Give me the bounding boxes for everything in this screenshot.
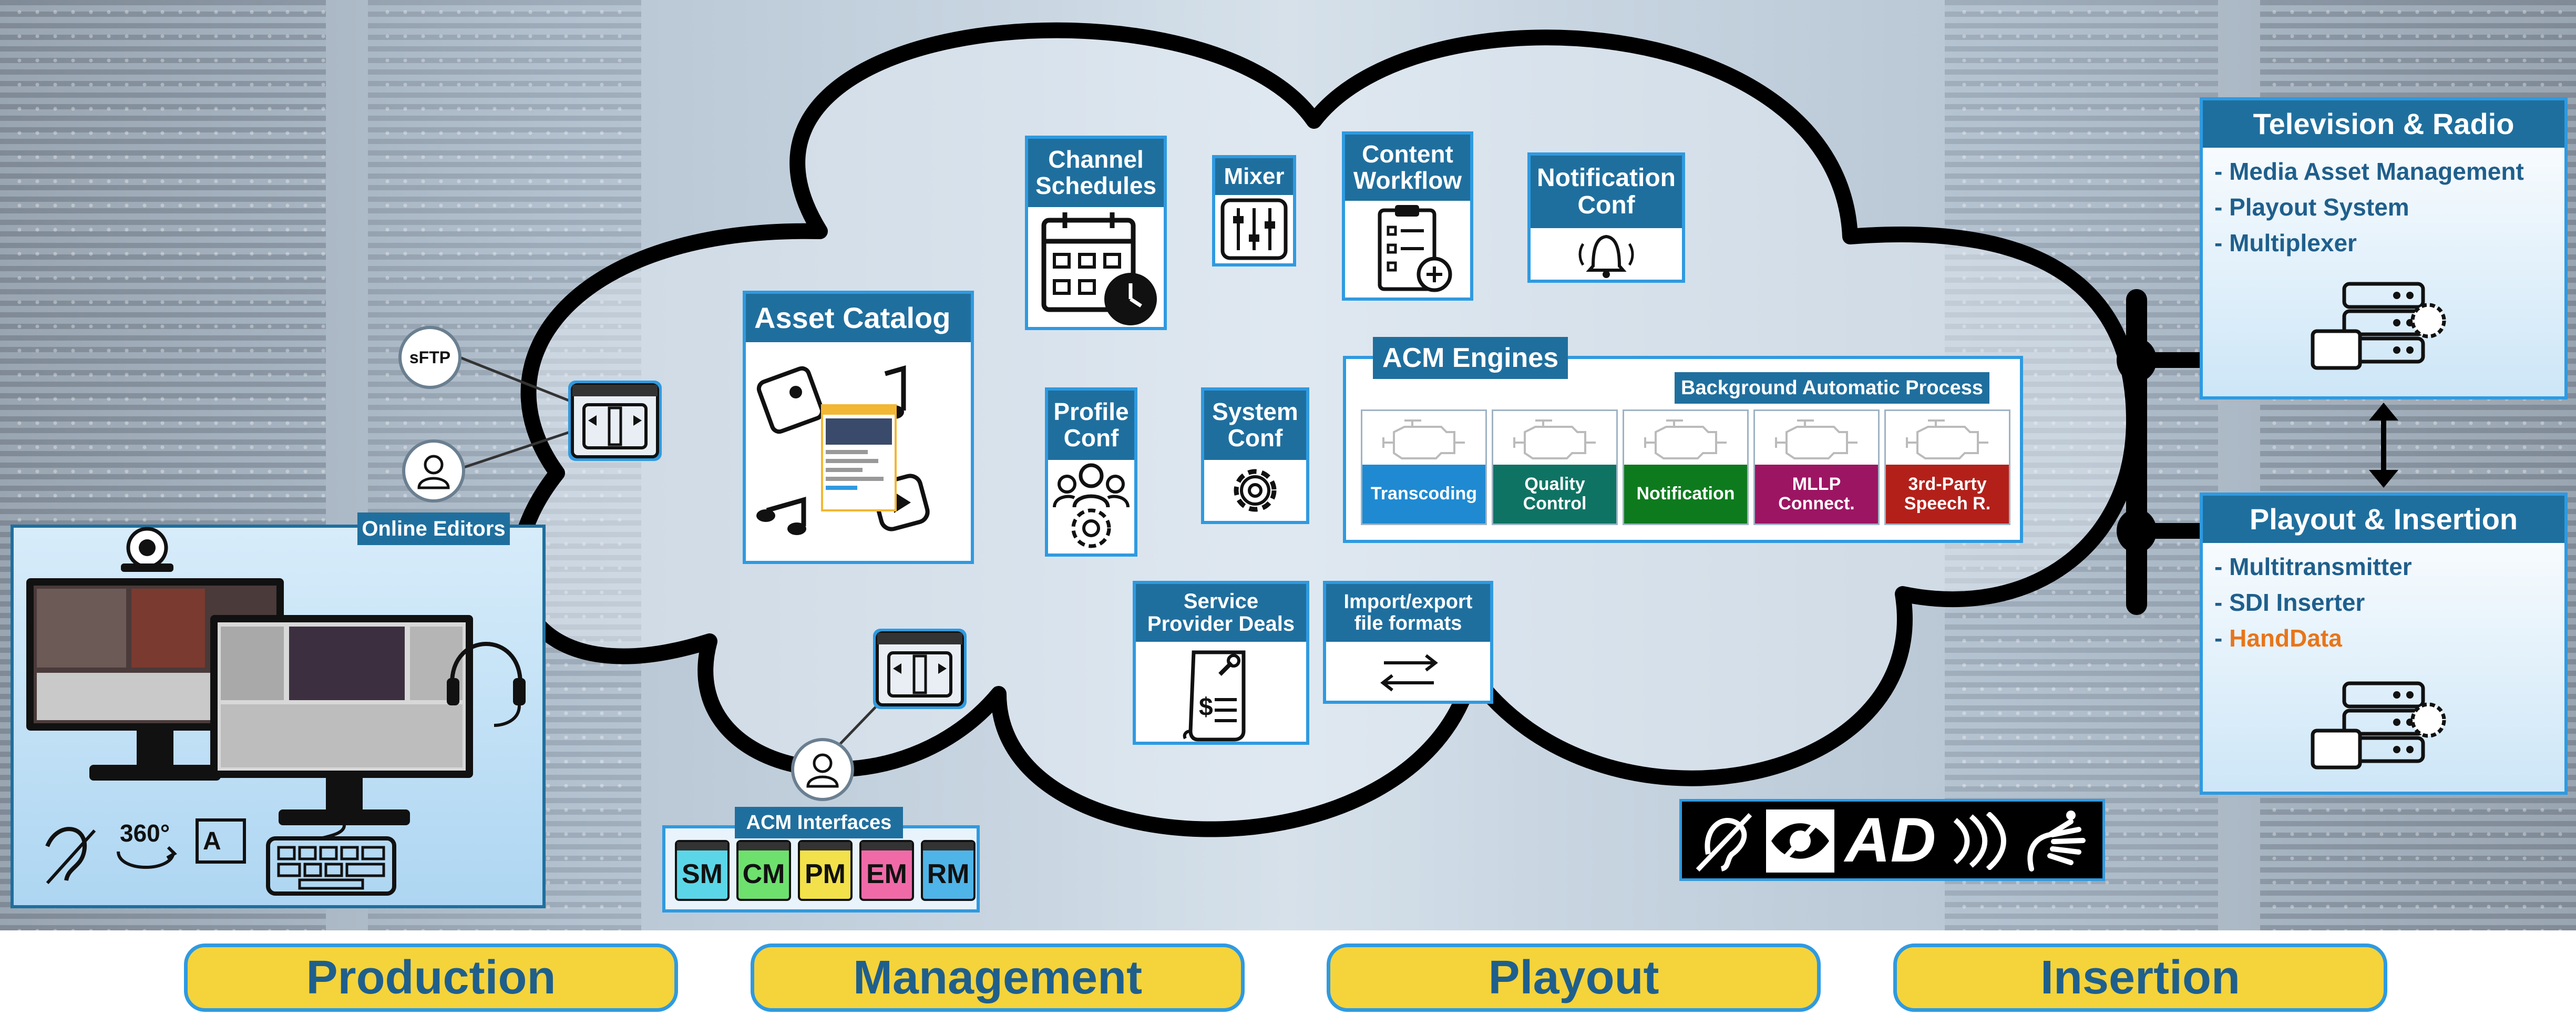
users-gear-icon (1053, 463, 1130, 548)
service-provider-deals-box: Service Provider Deals $ (1133, 581, 1309, 745)
engine-icon (1906, 419, 1988, 459)
accessibility-banner: AD (1679, 799, 2105, 881)
service-provider-deals-title: Service Provider Deals (1136, 584, 1306, 642)
stage-insertion-button[interactable]: Insertion (1893, 944, 2387, 1012)
svg-text:$: $ (1199, 693, 1213, 721)
media-assets-icon (756, 365, 930, 535)
editor-app-icon (568, 381, 662, 461)
playout-insertion-list: - Multitransmitter - SDI Inserter - Hand… (2203, 543, 2564, 652)
user-icon (806, 753, 839, 788)
stage-playout-button[interactable]: Playout (1327, 944, 1821, 1012)
engine-card: 3rd-Party Speech R. (1884, 409, 2010, 525)
engine-card: Notification (1623, 409, 1749, 525)
sliders-icon (1220, 198, 1288, 260)
interface-rm-icon[interactable]: RM (921, 840, 976, 901)
swap-arrows-icon (1380, 654, 1438, 692)
clipboard-add-icon (1378, 205, 1452, 292)
playout-insertion-item: - HandData (2214, 624, 2564, 652)
interface-cm-icon[interactable]: CM (736, 840, 791, 901)
bidirectional-arrow-icon (2369, 403, 2398, 488)
stage-management-button[interactable]: Management (751, 944, 1245, 1012)
online-editors-label: Online Editors (357, 512, 510, 545)
import-export-title: Import/export file formats (1326, 584, 1490, 642)
acm-user-node (791, 738, 854, 801)
hearing-impaired-icon (1696, 813, 1752, 872)
server-stack-icon (2311, 282, 2446, 370)
visual-impaired-icon (1766, 809, 1834, 873)
mixer-title: Mixer (1215, 158, 1293, 195)
acm-engines-subtitle: Background Automatic Process (1675, 372, 1990, 404)
tv-radio-item: - Multiplexer (2214, 229, 2357, 257)
notification-conf-title: Notification Conf (1531, 156, 1682, 228)
calendar-clock-icon (1041, 212, 1157, 325)
content-workflow-box: Content Workflow (1342, 131, 1473, 301)
acm-editor-app-icon (873, 629, 967, 709)
engine-label: Quality Control (1493, 465, 1616, 524)
degrees-label: 360° (120, 819, 170, 847)
interface-sm-icon[interactable]: SM (675, 840, 730, 901)
engine-label: Notification (1624, 465, 1747, 524)
user-icon (417, 455, 450, 489)
asset-catalog-title: Asset Catalog (746, 294, 971, 342)
mixer-box: Mixer (1212, 155, 1296, 266)
svg-text:A: A (203, 827, 221, 855)
tv-radio-item: - Playout System (2214, 193, 2409, 221)
engine-label: Transcoding (1362, 465, 1485, 524)
handdata-label: HandData (2229, 624, 2342, 652)
engine-card: Quality Control (1492, 409, 1618, 525)
tv-radio-item: - Media Asset Management (2214, 158, 2524, 185)
engine-icon (1644, 419, 1727, 459)
tv-radio-title: Television & Radio (2203, 100, 2564, 148)
user-node (402, 439, 465, 503)
import-export-box: Import/export file formats (1323, 581, 1493, 704)
profile-conf-title: Profile Conf (1048, 391, 1134, 460)
tv-radio-list: - Media Asset Management - Playout Syste… (2203, 148, 2564, 257)
asset-catalog-box: Asset Catalog (743, 291, 974, 564)
playout-insertion-box: Playout & Insertion - Multitransmitter -… (2200, 493, 2568, 795)
audio-description-label: AD (1845, 805, 1936, 875)
content-workflow-title: Content Workflow (1345, 135, 1470, 201)
interface-em-icon[interactable]: EM (859, 840, 914, 901)
playout-insertion-prefix: - (2214, 624, 2230, 652)
acm-interfaces-label: ACM Interfaces (735, 807, 903, 838)
profile-conf-box: Profile Conf (1045, 387, 1137, 557)
acm-engines-title: ACM Engines (1373, 337, 1568, 379)
playout-insertion-title: Playout & Insertion (2203, 496, 2564, 543)
server-stack-icon (2311, 681, 2446, 770)
cable-connector-icon (2117, 289, 2200, 615)
playout-insertion-item: - Multitransmitter (2214, 553, 2412, 580)
engine-card: Transcoding (1361, 409, 1487, 525)
notification-conf-box: Notification Conf (1527, 152, 1685, 283)
stage-production-button[interactable]: Production (184, 944, 678, 1012)
audio-description-waves-icon (1953, 812, 2006, 870)
channel-schedules-box: Channel Schedules (1025, 136, 1167, 330)
contract-wrench-icon: $ (1183, 650, 1246, 742)
bell-icon (1578, 234, 1634, 278)
sftp-node: sFTP (398, 326, 461, 389)
engine-icon (1775, 419, 1857, 459)
editing-workstation-illustration: A (26, 527, 526, 896)
sftp-label: sFTP (409, 347, 451, 367)
gear-icon (1234, 469, 1277, 512)
engine-label: MLLP Connect. (1755, 465, 1878, 524)
engine-card: MLLP Connect. (1753, 409, 1880, 525)
channel-schedules-title: Channel Schedules (1028, 139, 1164, 207)
system-conf-box: System Conf (1201, 387, 1309, 524)
interface-pm-icon[interactable]: PM (798, 840, 853, 901)
system-conf-title: System Conf (1204, 391, 1306, 460)
tv-radio-box: Television & Radio - Media Asset Managem… (2200, 97, 2568, 399)
engine-icon (1513, 419, 1596, 459)
sign-language-icon (2027, 811, 2086, 872)
engine-label: 3rd-Party Speech R. (1886, 465, 2009, 524)
acm-engines-panel: ACM Engines Background Automatic Process… (1343, 337, 2023, 543)
playout-insertion-item: - SDI Inserter (2214, 589, 2365, 616)
engine-icon (1382, 419, 1465, 459)
